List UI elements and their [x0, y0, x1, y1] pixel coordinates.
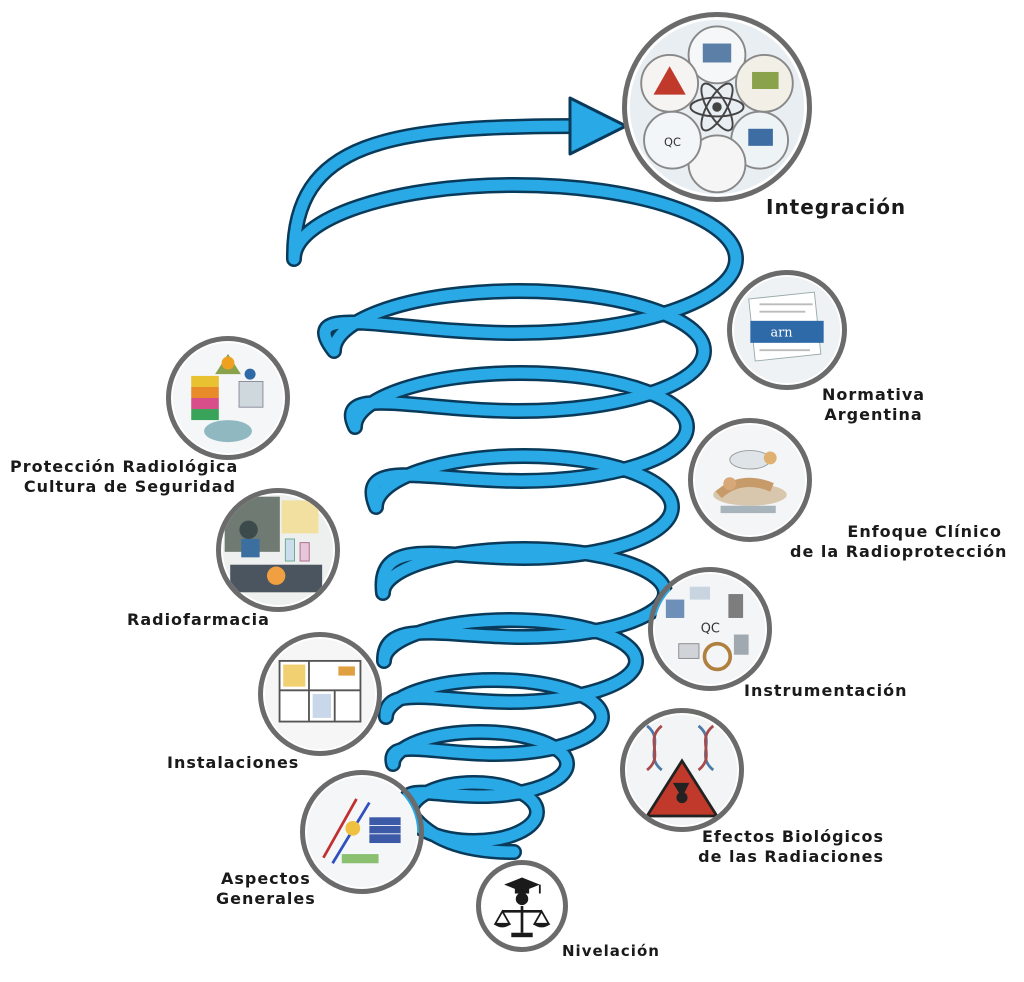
aspectos-node	[300, 770, 424, 894]
instalaciones-node	[258, 632, 382, 756]
dna-radiation-icon	[626, 714, 738, 826]
floor-plan-icon	[264, 638, 376, 750]
normativa-node: arn	[727, 270, 847, 390]
safety-culture-icon	[172, 342, 284, 454]
label-proteccion: Protección Radiológica Cultura de Seguri…	[10, 457, 239, 496]
efectos-node	[620, 708, 744, 832]
spiral-arrowhead	[568, 96, 628, 156]
regulation-document-icon: arn	[733, 276, 841, 384]
label-instalaciones: Instalaciones	[167, 753, 300, 772]
enfoque-node	[688, 418, 812, 542]
label-instrumentacion: Instrumentación	[744, 681, 908, 700]
radiofarmacia-node	[216, 488, 340, 612]
label-efectos: Efectos Biológicos de las Radiaciones	[698, 827, 884, 866]
proteccion-node	[166, 336, 290, 460]
clinical-patient-icon	[694, 424, 806, 536]
spiral-body	[288, 120, 742, 858]
integration-collage-icon: QC	[629, 19, 805, 195]
label-aspectos: Aspectos Generales	[216, 869, 316, 908]
graduate-scales-icon	[482, 866, 562, 946]
general-diagram-icon	[306, 776, 418, 888]
label-normativa: Normativa Argentina	[822, 385, 926, 424]
label-nivelacion: Nivelación	[562, 942, 660, 960]
integracion-node: QC	[622, 12, 812, 202]
nivelacion-node	[476, 860, 568, 952]
svg-text:QC: QC	[664, 135, 681, 149]
instrumentacion-node: QC	[648, 567, 772, 691]
label-enfoque: Enfoque Clínico de la Radioprotección	[790, 522, 1008, 561]
qc-instruments-icon: QC	[654, 573, 766, 685]
svg-text:QC: QC	[701, 622, 720, 637]
label-integracion: Integración	[766, 195, 907, 219]
svg-text:arn: arn	[771, 325, 793, 340]
label-radiofarmacia: Radiofarmacia	[127, 610, 270, 629]
radiopharmacy-lab-icon	[222, 494, 334, 606]
